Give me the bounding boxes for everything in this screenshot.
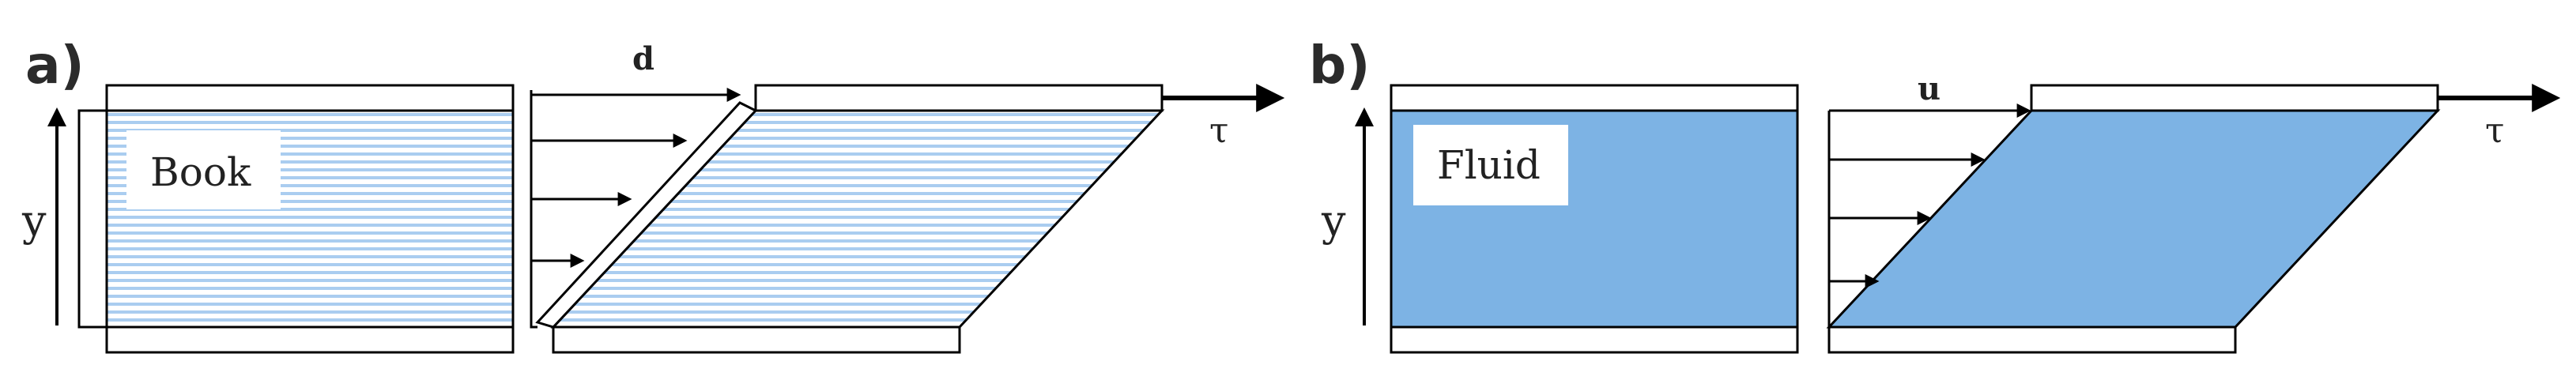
panel-a-book-spine <box>77 109 107 329</box>
panel-a-y-axis <box>47 107 66 325</box>
panel-a-right-bottom-plate <box>552 325 961 354</box>
panel-b-letter: b) <box>1309 35 1370 96</box>
panel-b-velocity-profile <box>1827 103 2031 327</box>
panel-a-letter: a) <box>25 35 85 96</box>
panel-b: b) y Fluid u τ <box>1309 35 2561 354</box>
panel-b-y-axis <box>1355 107 1374 325</box>
panel-b-label-box <box>1413 125 1568 205</box>
panel-a-stress-label: τ <box>1209 111 1228 151</box>
panel-b-stress-label: τ <box>2485 111 2504 151</box>
panel-a-right-top-plate <box>754 84 1164 112</box>
panel-b-y-label: y <box>1321 196 1346 246</box>
panel-b-right-bottom-plate <box>1827 325 2237 354</box>
panel-b-left-top-plate <box>1390 84 1799 112</box>
panel-a-displacement-profile <box>530 88 741 329</box>
panel-a-box-label: Book <box>150 149 251 195</box>
panel-b-velocity-label: u <box>1918 70 1940 107</box>
panel-a-displacement-label: d <box>632 40 654 77</box>
panel-b-left-bottom-plate <box>1390 325 1799 354</box>
panel-a-displaced-slab <box>535 101 758 329</box>
panel-a-y-label: y <box>21 196 47 246</box>
panel-a: a) y Book d <box>21 35 1285 354</box>
panel-a-left-top-plate <box>105 84 515 112</box>
panel-b-right-top-plate <box>2030 84 2439 112</box>
panel-b-box-label: Fluid <box>1437 142 1541 188</box>
panel-a-left-bottom-plate <box>105 325 515 354</box>
panel-a-label-box <box>126 130 281 209</box>
